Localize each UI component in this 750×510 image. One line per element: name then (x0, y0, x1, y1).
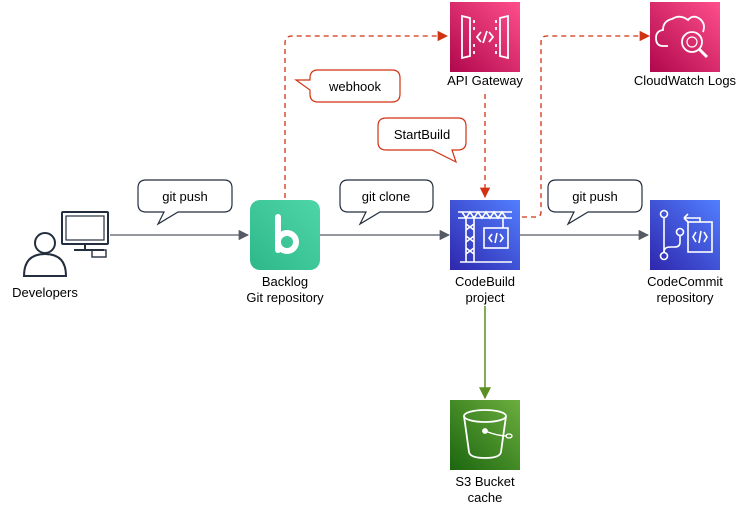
api-gateway-label: API Gateway (447, 73, 523, 88)
developers-label: Developers (12, 285, 78, 300)
callout-git-push-2: git push (547, 179, 643, 226)
callout-webhook-text: webhook (328, 79, 382, 94)
monitor-icon (61, 211, 109, 258)
callout-git-clone-text: git clone (362, 189, 410, 204)
callout-start-build: StartBuild (377, 117, 467, 164)
cloudwatch-node: CloudWatch Logs (634, 2, 737, 88)
callout-webhook: webhook (294, 69, 401, 103)
callout-git-push-1: git push (137, 179, 233, 226)
codebuild-node: CodeBuild project (450, 200, 520, 305)
codebuild-label-2: project (465, 290, 504, 305)
s3-label-2: cache (468, 490, 503, 505)
callout-git-clone: git clone (339, 179, 434, 226)
arrow-backlog-to-api-gateway (284, 30, 449, 198)
user-icon (22, 232, 68, 277)
codebuild-icon (450, 200, 520, 270)
backlog-label-1: Backlog (262, 274, 308, 289)
codebuild-label-1: CodeBuild (455, 274, 515, 289)
backlog-node: Backlog Git repository (246, 200, 324, 305)
api-gateway-node: API Gateway (447, 2, 523, 88)
callout-start-build-text: StartBuild (394, 127, 450, 142)
arrow-codebuild-to-cloudwatch (522, 30, 651, 218)
callout-git-push-1-text: git push (162, 189, 208, 204)
codecommit-label-2: repository (656, 290, 714, 305)
callout-git-push-2-text: git push (572, 189, 618, 204)
codecommit-label-1: CodeCommit (647, 274, 723, 289)
s3-node: S3 Bucket cache (450, 400, 520, 505)
codecommit-icon (650, 200, 720, 270)
backlog-label-2: Git repository (246, 290, 324, 305)
developers-node: Developers (12, 211, 109, 300)
cloudwatch-label: CloudWatch Logs (634, 73, 737, 88)
cloudwatch-icon (650, 2, 720, 72)
codecommit-node: CodeCommit repository (647, 200, 723, 305)
s3-label-1: S3 Bucket (455, 474, 515, 489)
